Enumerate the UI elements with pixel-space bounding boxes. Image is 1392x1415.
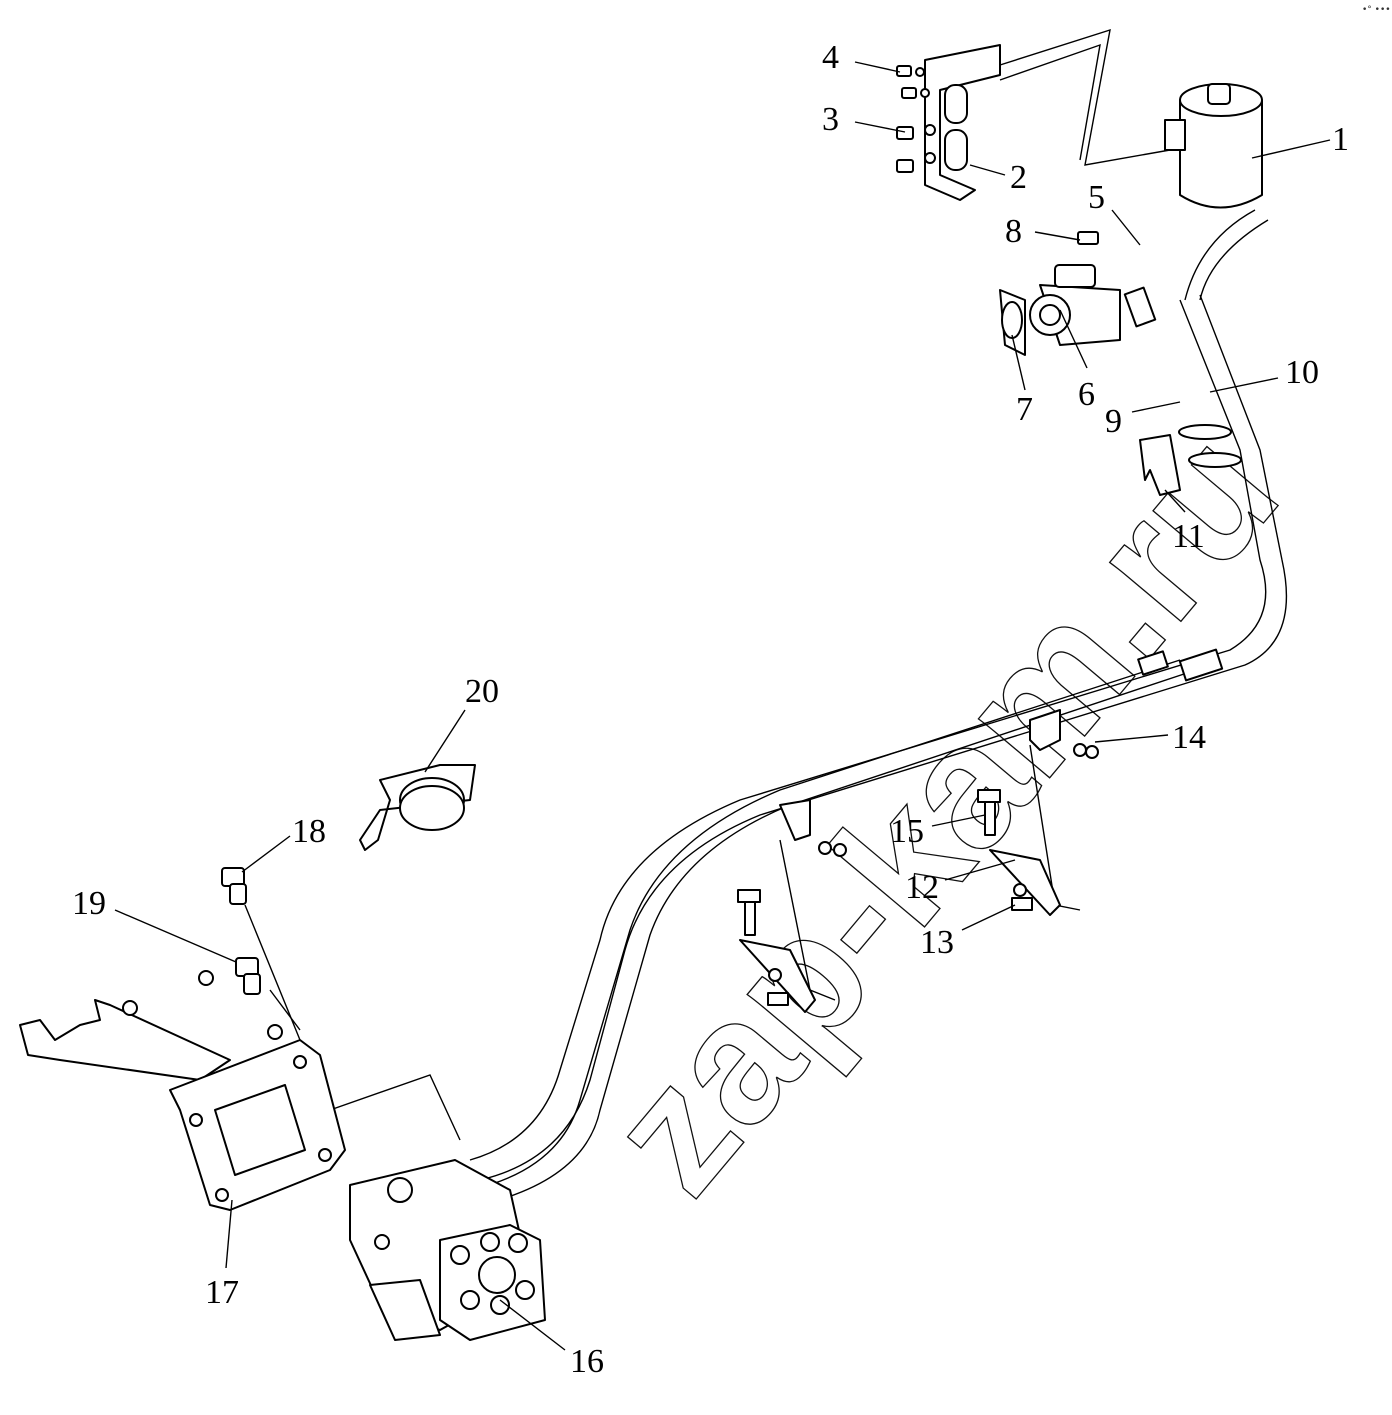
callout-2: 2: [1010, 159, 1027, 196]
bolts-and-washers: [896, 65, 1099, 245]
callout-8: 8: [1005, 213, 1022, 250]
callout-13: 13: [920, 924, 954, 961]
callout-3: 3: [822, 101, 839, 138]
callout-9: 9: [1105, 403, 1122, 440]
callout-15: 15: [890, 813, 924, 850]
corner-mark: •° •••: [1362, 5, 1391, 15]
callout-5: 5: [1088, 179, 1105, 216]
callout-19: 19: [72, 885, 106, 922]
callout-4: 4: [822, 39, 839, 76]
pipe-fittings: [221, 867, 461, 1141]
steering-gear-bracket: [19, 970, 346, 1211]
pipe-support-bracket-right: [977, 709, 1099, 916]
callout-6: 6: [1078, 376, 1095, 413]
callout-18: 18: [292, 813, 326, 850]
leader-lines: [114, 61, 1331, 1351]
callout-1: 1: [1332, 121, 1349, 158]
oil-reservoir: [1164, 83, 1263, 209]
pressure-pipe-assembly: [469, 209, 1288, 1206]
steering-gear: [349, 1159, 546, 1341]
callout-20: 20: [465, 673, 499, 710]
callout-17: 17: [205, 1274, 239, 1311]
pipe-support-bracket-left: [737, 799, 847, 1013]
callout-12: 12: [905, 869, 939, 906]
callout-7: 7: [1016, 391, 1033, 428]
callout-10: 10: [1285, 354, 1319, 391]
clamp-plate: [1139, 434, 1181, 496]
callout-16: 16: [570, 1343, 604, 1380]
hose-clamp: [359, 764, 476, 851]
callout-labels: 1 2 3 4 5 6 7 8 9 10 11 12 13 14 15 16 1…: [72, 39, 1349, 1380]
mounting-bracket: [924, 28, 1171, 201]
hydraulic-pump: [999, 264, 1121, 356]
callout-11: 11: [1172, 518, 1205, 555]
callout-14: 14: [1172, 719, 1206, 756]
